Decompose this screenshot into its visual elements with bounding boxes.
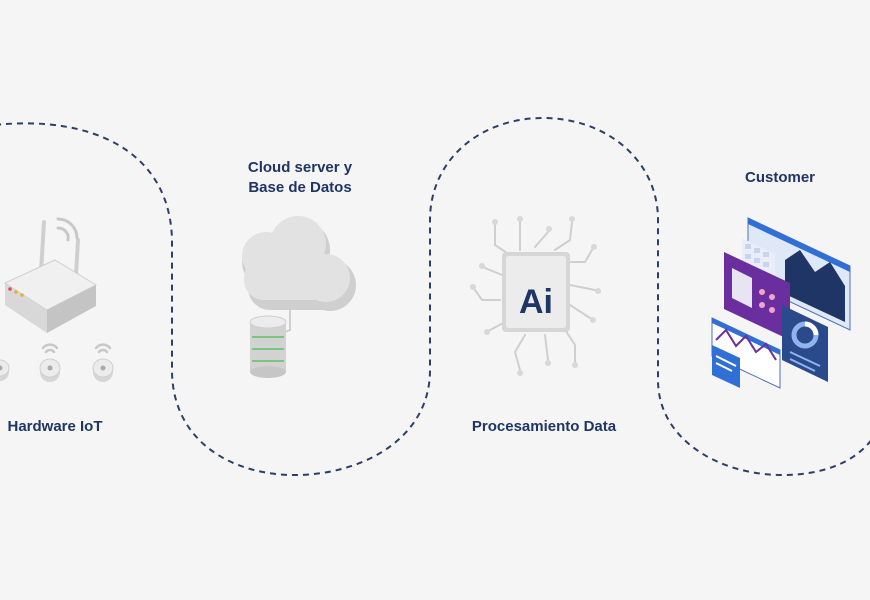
database-icon	[249, 315, 287, 378]
sensor-icons	[0, 343, 114, 382]
sensor-icon	[39, 343, 61, 382]
sensor-icon	[0, 359, 10, 381]
stage-label-cloud-line1: Cloud server y	[247, 159, 353, 176]
sensor-icon	[92, 343, 114, 382]
stage-label-cloud-line2: Base de Datos	[248, 179, 352, 196]
stage-label-hardware: Hardware IoT	[7, 418, 103, 435]
dashed-flow-path	[0, 116, 870, 477]
stage-label-cloud: Cloud server y Base de Datos	[210, 158, 390, 198]
dashboard-icon	[711, 217, 851, 389]
chip-label: Ai	[519, 283, 553, 321]
stage-label-customer: Customer	[744, 169, 815, 186]
cloud-icon	[242, 216, 356, 336]
ai-chip-icon: Ai	[470, 216, 601, 376]
router-icon	[3, 217, 98, 333]
stage-label-processing: Procesamiento Data	[471, 418, 617, 435]
